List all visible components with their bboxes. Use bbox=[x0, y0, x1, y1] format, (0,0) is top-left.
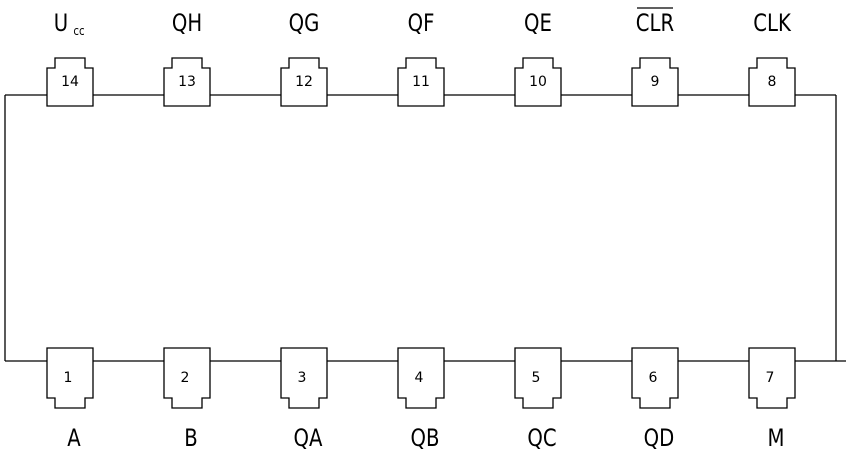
pin-number: 5 bbox=[532, 370, 541, 386]
pin-number: 8 bbox=[768, 74, 777, 90]
pin-2: 2B bbox=[163, 347, 211, 453]
pin-number: 4 bbox=[415, 370, 424, 386]
pin-number: 13 bbox=[178, 74, 196, 90]
pin-label: B bbox=[184, 425, 198, 452]
pin-9: 9 CLR bbox=[631, 7, 679, 107]
pin-3-outline bbox=[280, 347, 328, 409]
pin-2-outline bbox=[163, 347, 211, 409]
pin-10: 10 QE bbox=[514, 10, 562, 107]
pin-number: 10 bbox=[529, 74, 547, 90]
pin-label: CLR bbox=[636, 10, 674, 37]
pin-label-subscript: cc bbox=[73, 24, 84, 38]
pin-6: 6QD bbox=[631, 347, 679, 453]
pin-label: QA bbox=[294, 425, 323, 452]
pin-number: 11 bbox=[412, 74, 430, 90]
pin-number: 14 bbox=[61, 74, 79, 90]
pin-label: QG bbox=[289, 10, 320, 37]
pin-7-outline bbox=[748, 347, 796, 409]
pin-label: QD bbox=[644, 425, 675, 452]
pin-11-outline bbox=[397, 57, 445, 107]
pin-label: QC bbox=[527, 425, 556, 452]
pin-number: 3 bbox=[298, 370, 307, 386]
pin-6-outline bbox=[631, 347, 679, 409]
pin-9-outline bbox=[631, 57, 679, 107]
pin-number: 12 bbox=[295, 74, 313, 90]
pin-12: 12 QG bbox=[280, 10, 328, 107]
pin-7: 7M bbox=[748, 347, 796, 453]
pin-1: 1A bbox=[46, 347, 94, 453]
pin-5: 5QC bbox=[514, 347, 562, 453]
pin-label: QB bbox=[411, 425, 440, 452]
pin-5-outline bbox=[514, 347, 562, 409]
pin-label: A bbox=[67, 425, 80, 452]
pin-13-outline bbox=[163, 57, 211, 107]
pin-8-outline bbox=[748, 57, 796, 107]
pin-8: 8 CLK bbox=[748, 10, 796, 107]
pin-number: 9 bbox=[651, 74, 660, 90]
pin-number: 7 bbox=[766, 370, 775, 386]
pin-number: 2 bbox=[181, 370, 190, 386]
pin-10-outline bbox=[514, 57, 562, 107]
pin-label: M bbox=[768, 425, 785, 452]
pin-label: U bbox=[54, 10, 68, 37]
pin-13: 13 QH bbox=[163, 10, 211, 107]
pin-11: 11 QF bbox=[397, 10, 445, 107]
pin-4: 4QB bbox=[397, 347, 445, 453]
pin-12-outline bbox=[280, 57, 328, 107]
pin-label: QF bbox=[408, 10, 435, 37]
pin-14-outline bbox=[46, 57, 94, 107]
pin-number: 6 bbox=[649, 370, 658, 386]
ic-body-outline bbox=[4, 94, 846, 362]
pin-label: CLK bbox=[753, 10, 791, 37]
pin-label: QH bbox=[172, 10, 202, 37]
pin-4-outline bbox=[397, 347, 445, 409]
pin-1-outline bbox=[46, 347, 94, 409]
pin-label: QE bbox=[524, 10, 552, 37]
pin-3: 3QA bbox=[280, 347, 328, 453]
pin-number: 1 bbox=[64, 370, 73, 386]
